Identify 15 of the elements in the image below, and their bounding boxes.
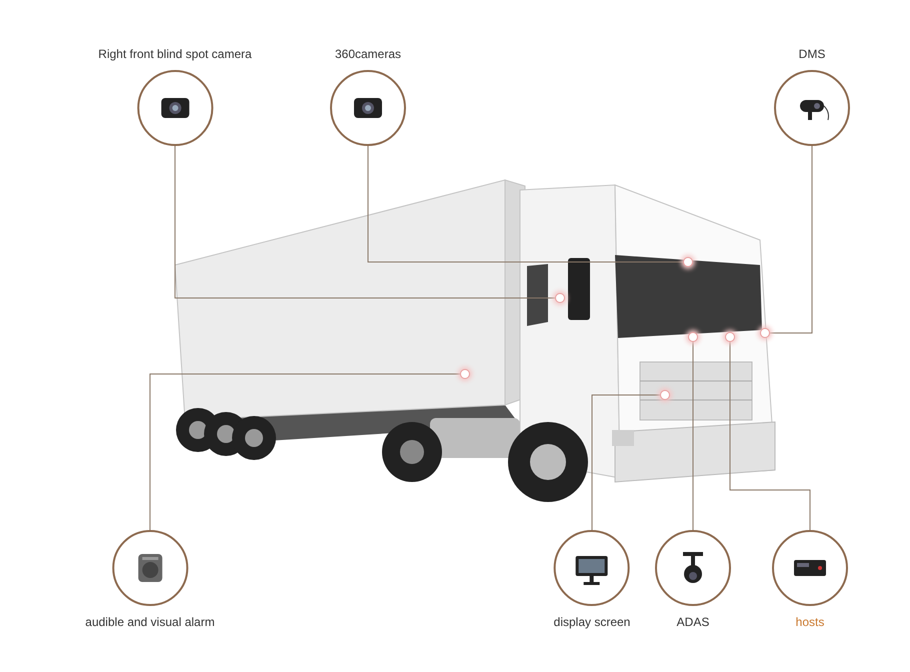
marker-dot [760,328,770,338]
callout-label: DMS [798,46,826,62]
leader-line [692,342,694,530]
callout-label: audible and visual alarm [85,614,215,630]
callout-label: 360cameras [334,46,402,62]
leader-line [730,342,810,530]
leader-line [770,146,812,334]
callout-label: display screen [554,614,630,630]
leader-line [150,374,460,530]
callout-label: Right front blind spot camera [98,46,252,62]
leader-line [592,394,660,530]
leader-line [174,146,556,298]
callout-label: ADAS [676,614,710,630]
leader-line [368,146,684,262]
callout-label: hosts [796,614,824,630]
